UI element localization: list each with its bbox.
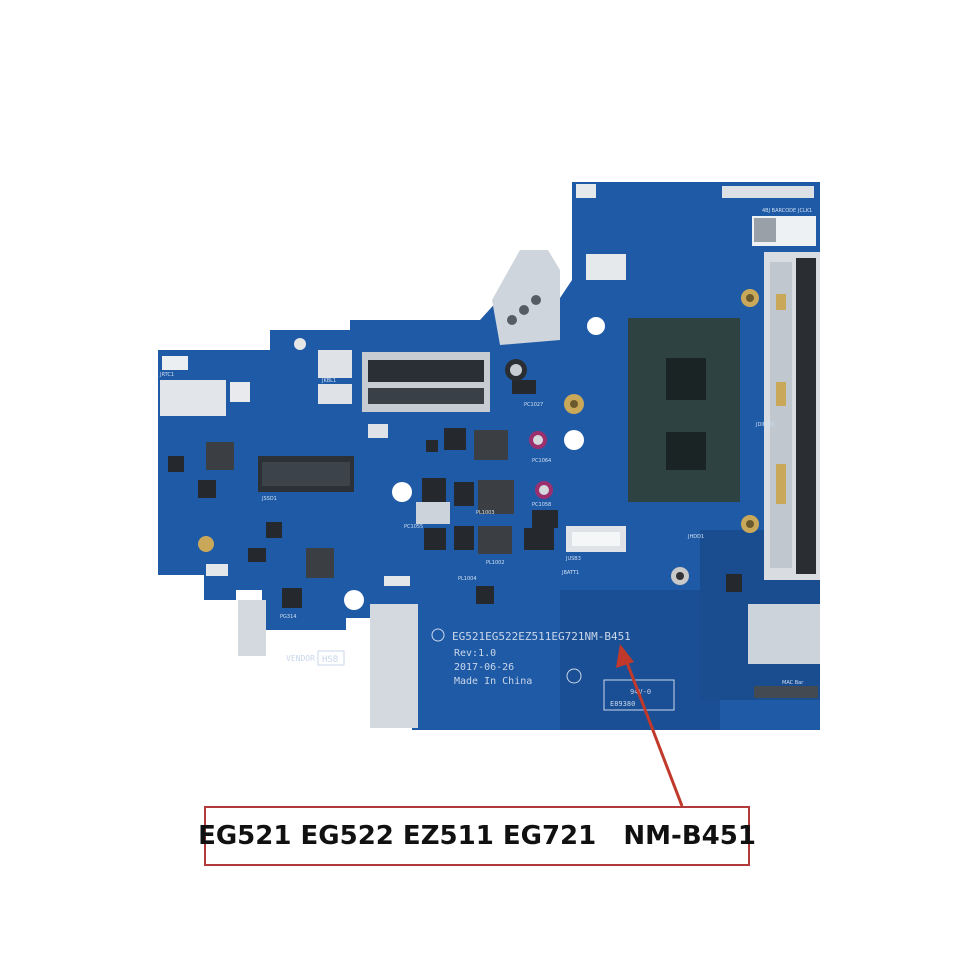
qr-code: [754, 218, 776, 242]
silver-strip: [576, 184, 596, 198]
pointer-arrow-head: [616, 644, 634, 668]
label: PL1003: [476, 510, 495, 516]
silver-pad: [370, 604, 418, 728]
label: PL1002: [486, 560, 505, 566]
connector-strip: [754, 686, 818, 698]
silver-bracket: [492, 250, 560, 345]
caption-text: EG521 EG522 EZ511 EG721 NM-B451: [198, 821, 756, 851]
small-connector: [318, 384, 352, 404]
ic-chips: [168, 380, 742, 608]
vendor-code: HSB: [322, 655, 338, 665]
mount-hole: [392, 482, 412, 502]
capacitor-top: [533, 435, 543, 445]
inductor-group: [206, 430, 514, 578]
screw-mount-hole: [570, 400, 578, 408]
m2-slot-pins: [262, 462, 350, 486]
silver-pad: [416, 502, 450, 524]
screw-hole: [507, 315, 517, 325]
mount-hole: [564, 430, 584, 450]
label: JHDD1: [687, 534, 704, 540]
mount-hole: [344, 590, 364, 610]
gold-contacts: [776, 294, 786, 310]
pcb-trace-area: [560, 590, 720, 730]
label: 4BJ BARCODE: [762, 208, 796, 214]
silkscreen-date: 2017-06-26: [454, 662, 514, 673]
cpu-die: [666, 432, 706, 470]
label: JBATT1: [561, 570, 579, 576]
label: JDIMM1: [755, 422, 775, 428]
dimm-slot-inner: [796, 258, 816, 574]
ul-mark-1: 94V-0: [630, 688, 651, 696]
silkscreen-block: EG521EG522EZ511EG721NM-B451 Rev:1.0 2017…: [431, 628, 631, 687]
label: MAC Bar: [782, 680, 804, 686]
cpu-die: [666, 358, 706, 400]
ul-label: [603, 679, 675, 711]
screw-hole: [531, 295, 541, 305]
label: PC1064: [532, 458, 551, 464]
silkscreen-origin: Made In China: [454, 676, 532, 687]
screw-mount-hole: [746, 520, 754, 528]
silver-pad: [748, 604, 820, 664]
battery-connector: [160, 380, 226, 416]
gold-contacts: [776, 464, 786, 504]
dimm-slot-edge: [770, 262, 792, 568]
top-connector: [722, 186, 814, 198]
usb-port-inner: [572, 532, 620, 546]
label: JKBL1: [321, 378, 336, 384]
vendor-label: VENDOR: [286, 654, 315, 663]
mount-hole: [587, 317, 605, 335]
pointer-arrow-line: [624, 659, 684, 807]
caption-box: EG521 EG522 EZ511 EG721 NM-B451: [198, 806, 756, 866]
label: JSSD1: [261, 496, 277, 502]
label: PC1058: [532, 502, 551, 508]
mount-hole: [294, 338, 306, 350]
silver-pad: [238, 600, 266, 656]
silver-pad: [368, 424, 388, 438]
mount-hole: [198, 536, 214, 552]
label: PG314: [280, 614, 296, 620]
small-connector: [586, 254, 626, 280]
connector-small: [206, 564, 228, 576]
screw-hole: [519, 305, 529, 315]
silkscreen-model: EG521EG522EZ511EG721NM-B451: [452, 630, 631, 643]
capacitor-top: [510, 364, 522, 376]
label: JRTC1: [159, 372, 174, 378]
capacitor-top: [539, 485, 549, 495]
label: PL1004: [458, 576, 477, 582]
connector-small: [162, 356, 188, 370]
vendor-mark: VENDOR HSB: [286, 650, 345, 666]
cpu-substrate: [628, 318, 740, 502]
label: PC1027: [524, 402, 543, 408]
fpc-connector-slot: [368, 360, 484, 382]
connector-small: [384, 576, 410, 586]
ul-mark-2: E89380: [610, 700, 635, 708]
silkscreen-revision: Rev:1.0: [454, 648, 496, 659]
connector: [230, 382, 250, 402]
screw-mount-hole: [746, 294, 754, 302]
label: JUSB3: [565, 556, 581, 562]
gold-contacts: [776, 382, 786, 406]
small-connector: [318, 350, 352, 378]
fpc-connector-slot: [368, 388, 484, 404]
screw-mount-hole: [676, 572, 684, 580]
label: JCLK1: [797, 208, 812, 214]
label: PC1055: [404, 524, 423, 530]
